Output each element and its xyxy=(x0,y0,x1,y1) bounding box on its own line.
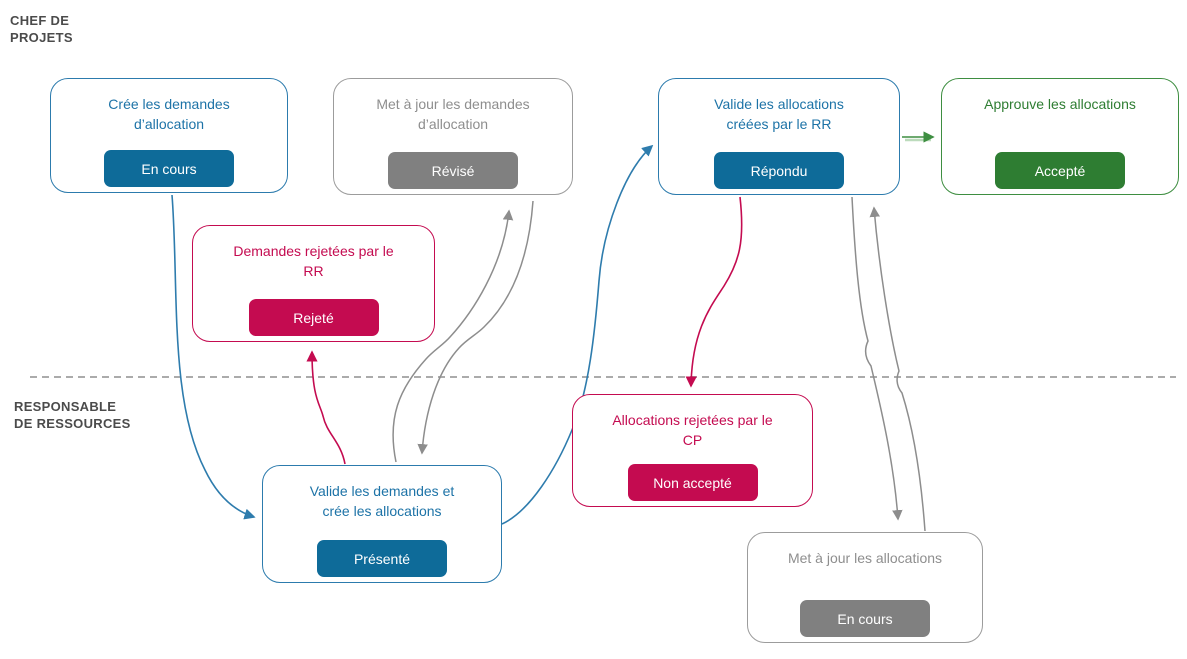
node-title: Valide les allocations créées par le RR xyxy=(714,96,844,132)
node-title: Approuve les allocations xyxy=(984,96,1136,112)
node-approuve-les-allocations[interactable]: Approuve les allocations Accepté xyxy=(941,78,1179,195)
node-title: Met à jour les demandes d’allocation xyxy=(376,96,530,132)
node-title: Crée les demandes d’allocation xyxy=(108,96,230,132)
node-title: Demandes rejetées par le RR xyxy=(233,243,394,279)
node-maj-les-demandes[interactable]: Met à jour les demandes d’allocation Rév… xyxy=(333,78,573,195)
node-title: Valide les demandes et crée les allocati… xyxy=(309,483,455,519)
status-badge-non-accepte[interactable]: Non accepté xyxy=(627,464,758,501)
node-demandes-rejetees[interactable]: Demandes rejetées par le RR Rejeté xyxy=(192,225,435,342)
lane-label-chef-de-projets: CHEF DE PROJETS xyxy=(10,13,73,45)
status-badge-accepte[interactable]: Accepté xyxy=(995,152,1125,189)
connector-valide-allocations-to-maj-allocations xyxy=(851,196,903,521)
status-badge-repondu[interactable]: Répondu xyxy=(714,152,844,189)
connector-maj-allocations-to-valide-allocations xyxy=(869,206,926,532)
status-badge-revise[interactable]: Révisé xyxy=(388,152,518,189)
status-badge-presente[interactable]: Présenté xyxy=(317,540,447,577)
status-badge-rejete[interactable]: Rejeté xyxy=(248,299,379,336)
node-cree-les-demandes[interactable]: Crée les demandes d’allocation En cours xyxy=(50,78,288,193)
node-valide-les-allocations[interactable]: Valide les allocations créées par le RR … xyxy=(658,78,900,195)
node-allocations-rejetees[interactable]: Allocations rejetées par le CP Non accep… xyxy=(572,394,813,507)
node-maj-les-allocations[interactable]: Met à jour les allocations En cours xyxy=(747,532,983,643)
connector-maj-demandes-to-valide-demandes xyxy=(417,200,534,455)
connector-valide-allocations-to-allocations-rejetees xyxy=(685,196,743,388)
connector-valide-demandes-to-demandes-rejetees xyxy=(306,350,346,465)
node-title: Met à jour les allocations xyxy=(787,550,943,566)
lane-label-responsable-de-ressources: RESPONSABLE DE RESSOURCES xyxy=(14,399,131,431)
node-title: Allocations rejetées par le CP xyxy=(612,412,773,448)
status-badge-en-cours[interactable]: En cours xyxy=(104,150,234,187)
node-valide-les-demandes[interactable]: Valide les demandes et crée les allocati… xyxy=(262,465,502,583)
status-badge-en-cours-2[interactable]: En cours xyxy=(800,600,930,637)
